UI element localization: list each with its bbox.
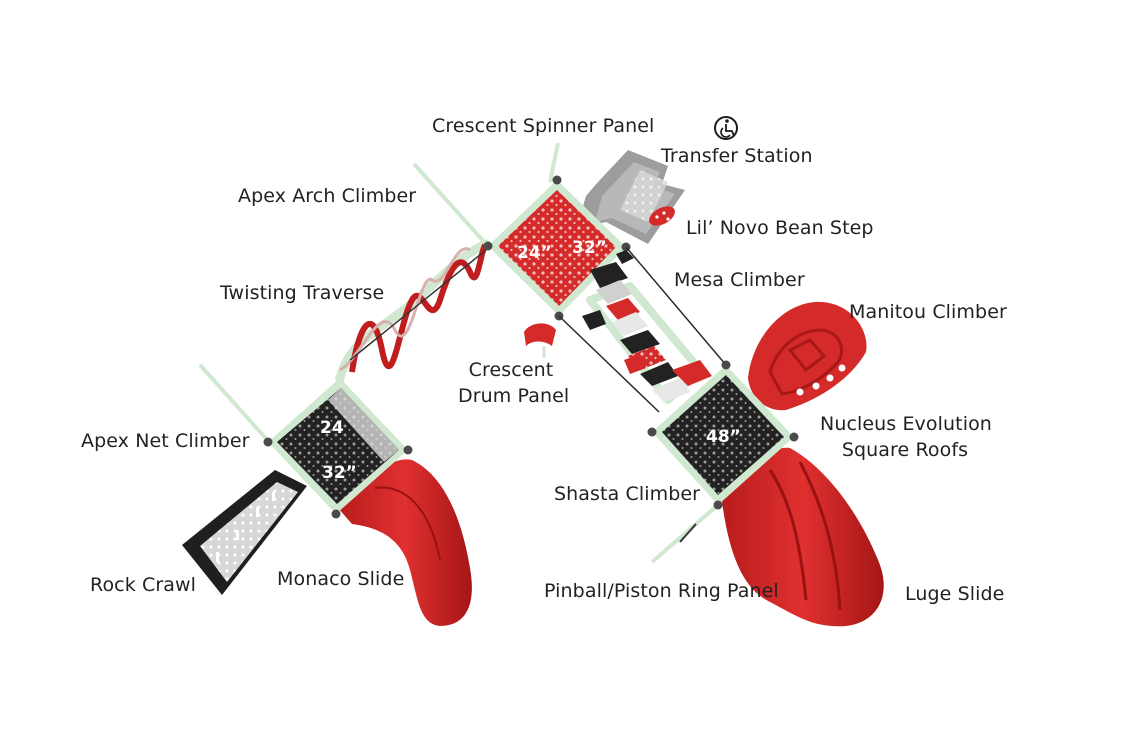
label-luge-slide: Luge Slide	[905, 583, 1005, 605]
crescent-drum-panel	[524, 323, 556, 358]
rock-crawl	[182, 470, 307, 595]
label-twisting-traverse: Twisting Traverse	[220, 282, 385, 304]
label-crescent-drum-panel: Crescent Drum Panel	[458, 357, 570, 409]
luge-slide	[722, 447, 884, 627]
pinball-piston-ring-panel	[650, 503, 720, 564]
label-shasta-climber: Shasta Climber	[554, 483, 701, 505]
deck-height-right: 48”	[706, 427, 741, 447]
label-apex-net-climber: Apex Net Climber	[81, 430, 250, 452]
label-apex-arch-climber: Apex Arch Climber	[238, 185, 417, 207]
label-nucleus-line2: Square Roofs	[841, 439, 969, 461]
deck-height-left-bottom: 32”	[322, 463, 357, 483]
label-nucleus-evolution-square-roofs: Nucleus Evolution Square Roofs	[820, 411, 992, 463]
label-rock-crawl: Rock Crawl	[90, 574, 197, 596]
label-crescent-spinner-panel: Crescent Spinner Panel	[432, 115, 655, 137]
crescent-spinner-panel	[548, 142, 560, 183]
deck-height-left-top: 24	[320, 418, 344, 438]
top-deck: 24” 32”	[483, 175, 631, 321]
apex-arch-climber	[412, 162, 488, 246]
label-crescent-drum-panel-line1: Crescent	[468, 359, 554, 381]
left-deck: 24 32”	[263, 373, 413, 519]
label-pinball-piston-ring-panel: Pinball/Piston Ring Panel	[544, 580, 779, 602]
manitou-climber	[748, 301, 867, 411]
label-crescent-drum-panel-line2: Drum Panel	[458, 385, 570, 407]
twisting-traverse	[335, 239, 491, 383]
deck-height-top-right: 32”	[572, 238, 607, 258]
apex-net-climber	[198, 363, 272, 445]
lil-novo-bean-step	[649, 206, 675, 226]
label-manitou-climber: Manitou Climber	[849, 301, 1007, 323]
mesa-climber	[558, 246, 727, 413]
right-deck: 48”	[647, 360, 799, 510]
label-monaco-slide: Monaco Slide	[277, 568, 405, 590]
label-nucleus-line1: Nucleus Evolution	[820, 413, 992, 435]
monaco-slide	[338, 459, 472, 626]
wheelchair-icon	[714, 116, 738, 140]
deck-height-top-left: 24”	[517, 243, 552, 263]
label-mesa-climber: Mesa Climber	[674, 269, 805, 291]
label-lil-novo-bean-step: Lil’ Novo Bean Step	[686, 217, 874, 239]
label-transfer-station: Transfer Station	[661, 145, 813, 167]
